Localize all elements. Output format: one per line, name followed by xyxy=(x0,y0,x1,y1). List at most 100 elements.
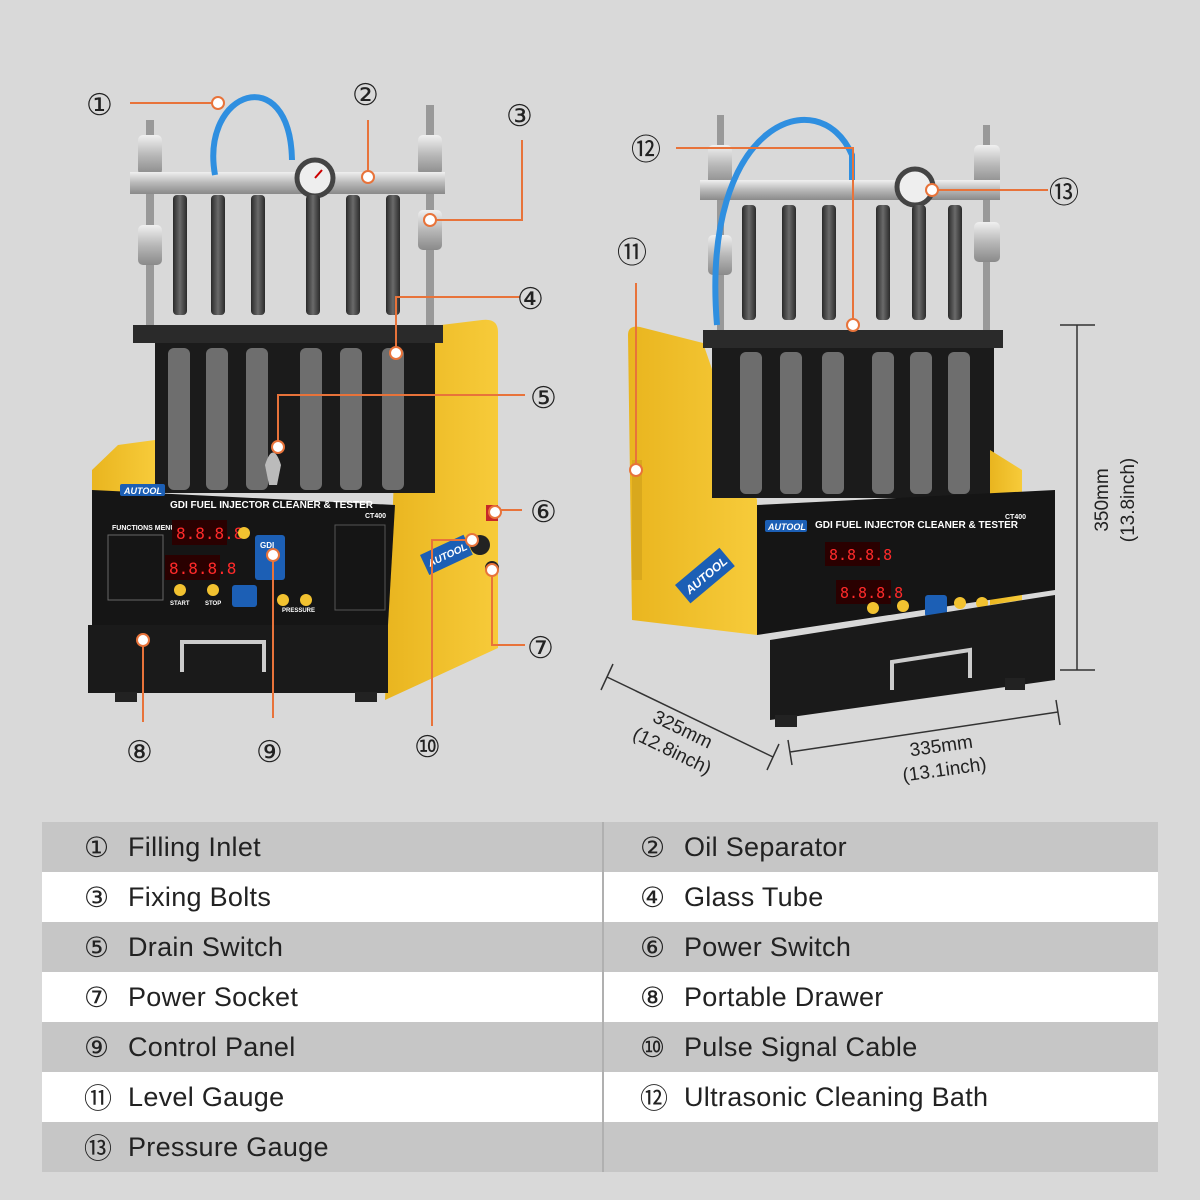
item-number: ⑪ xyxy=(84,1082,113,1115)
table-row: ⑪ Level Gauge ⑫ Ultrasonic Cleaning Bath xyxy=(42,1072,1158,1122)
glass-tubes xyxy=(168,348,404,490)
pressure-plus-button[interactable] xyxy=(300,594,312,606)
callout-6: ⑥ xyxy=(530,495,557,530)
injectors-right xyxy=(742,205,962,320)
adjust-button[interactable] xyxy=(238,527,250,539)
dimension-lines xyxy=(600,324,1095,771)
callout-dots-right xyxy=(629,183,939,477)
item-number: ⑬ xyxy=(84,1132,113,1165)
callout-11: ⑪ xyxy=(617,236,647,271)
item-label: Control Panel xyxy=(128,1031,296,1062)
item-number: ⑫ xyxy=(640,1082,669,1115)
item-label: Level Gauge xyxy=(128,1081,285,1112)
list-item: ⑦ Power Socket xyxy=(42,972,602,1022)
pressure-minus-right[interactable] xyxy=(954,597,966,609)
item-label: Pulse Signal Cable xyxy=(684,1031,918,1062)
pressure-plus-right[interactable] xyxy=(976,597,988,609)
item-number: ③ xyxy=(84,880,110,914)
callout-2: ② xyxy=(352,78,379,113)
item-number: ⑤ xyxy=(84,930,110,964)
drain-switch xyxy=(265,452,281,485)
callout-5: ⑤ xyxy=(530,381,557,416)
product-illustration: AUTOOL GDI FUEL INJECTOR CLEANER & TESTE… xyxy=(86,78,1139,787)
item-label: Glass Tube xyxy=(684,881,824,912)
list-item: ⑥ Power Switch xyxy=(602,922,1158,972)
item-label: Oil Separator xyxy=(684,831,847,862)
callout-7: ⑦ xyxy=(527,631,554,666)
gdi-label: GDI xyxy=(260,541,274,550)
table-row: ⑦ Power Socket ⑧ Portable Drawer xyxy=(42,972,1158,1022)
select-button[interactable] xyxy=(232,585,257,607)
callout-9: ⑨ xyxy=(256,735,283,770)
filling-hose xyxy=(210,94,295,176)
display-top-value-right: 8.8.8.8 xyxy=(829,546,892,564)
device-angled-view: AUTOOL xyxy=(628,115,1055,727)
list-item: ⑪ Level Gauge xyxy=(42,1072,602,1122)
callout-12: ⑫ xyxy=(631,133,661,168)
callout-4: ④ xyxy=(517,282,544,317)
display-top-value: 8.8.8.8 xyxy=(176,524,243,543)
item-number: ⑩ xyxy=(640,1030,666,1064)
list-item: ⑨ Control Panel xyxy=(42,1022,602,1072)
table-row: ⑤ Drain Switch ⑥ Power Switch xyxy=(42,922,1158,972)
callout-3: ③ xyxy=(506,99,533,134)
item-number: ⑨ xyxy=(84,1030,110,1064)
list-item: ④ Glass Tube xyxy=(602,872,1158,922)
item-label: Power Switch xyxy=(684,931,852,962)
table-row: ③ Fixing Bolts ④ Glass Tube xyxy=(42,872,1158,922)
model-badge-front: CT400 xyxy=(365,513,386,520)
functions-menu-label: FUNCTIONS MENU xyxy=(112,525,175,532)
list-item: ⑬ Pressure Gauge xyxy=(42,1122,602,1172)
model-badge-right: CT400 xyxy=(1005,514,1026,521)
oil-separator-rail xyxy=(130,172,445,194)
item-label: Ultrasonic Cleaning Bath xyxy=(684,1081,989,1112)
height-inch: (13.8inch) xyxy=(1118,458,1139,543)
stop-button-right[interactable] xyxy=(897,600,909,612)
table-row: ⑨ Control Panel ⑩ Pulse Signal Cable xyxy=(42,1022,1158,1072)
injectors xyxy=(173,195,400,315)
item-label: Portable Drawer xyxy=(684,981,884,1012)
callout-lines-right xyxy=(635,147,1048,470)
stop-label: STOP xyxy=(205,601,221,607)
item-number: ② xyxy=(640,830,666,864)
item-label: Drain Switch xyxy=(128,931,284,962)
item-label: Power Socket xyxy=(128,981,299,1012)
select-button-right[interactable] xyxy=(925,595,947,617)
brand-logo-front: AUTOOL xyxy=(123,486,162,496)
start-label: START xyxy=(170,601,190,607)
list-item: ③ Fixing Bolts xyxy=(42,872,602,922)
filling-hose-right xyxy=(712,117,855,326)
display-bottom xyxy=(165,555,220,580)
item-number: ⑧ xyxy=(640,980,666,1014)
item-number: ④ xyxy=(640,880,666,914)
table-row: ⑬ Pressure Gauge xyxy=(42,1122,1158,1172)
item-label: Pressure Gauge xyxy=(128,1131,329,1162)
control-panel xyxy=(92,490,395,625)
item-number: ⑦ xyxy=(84,980,110,1014)
list-item: ⑩ Pulse Signal Cable xyxy=(602,1022,1158,1072)
callout-10: ⑩ xyxy=(414,730,441,765)
item-label: Fixing Bolts xyxy=(128,881,272,912)
device-front-view: AUTOOL GDI FUEL INJECTOR CLEANER & TESTE… xyxy=(88,94,499,702)
height-mm: 350mm xyxy=(1092,468,1113,531)
portable-drawer xyxy=(88,625,388,693)
callout-8: ⑧ xyxy=(126,735,153,770)
callout-13: ⑬ xyxy=(1049,176,1079,211)
stop-button[interactable] xyxy=(207,584,219,596)
list-item: ⑧ Portable Drawer xyxy=(602,972,1158,1022)
display-bottom-value: 8.8.8.8 xyxy=(169,559,236,578)
start-button[interactable] xyxy=(174,584,186,596)
start-button-right[interactable] xyxy=(867,602,879,614)
pressure-minus-button[interactable] xyxy=(277,594,289,606)
display-top xyxy=(172,520,227,545)
drawer-handle xyxy=(180,640,266,672)
item-number: ① xyxy=(84,830,110,864)
display-bottom-value-right: 8.8.8.8 xyxy=(840,584,903,602)
list-item: ② Oil Separator xyxy=(602,822,1158,872)
item-number: ⑥ xyxy=(640,930,666,964)
level-gauge xyxy=(632,460,642,580)
callout-lines-left xyxy=(130,102,525,726)
top-plate xyxy=(133,325,443,343)
